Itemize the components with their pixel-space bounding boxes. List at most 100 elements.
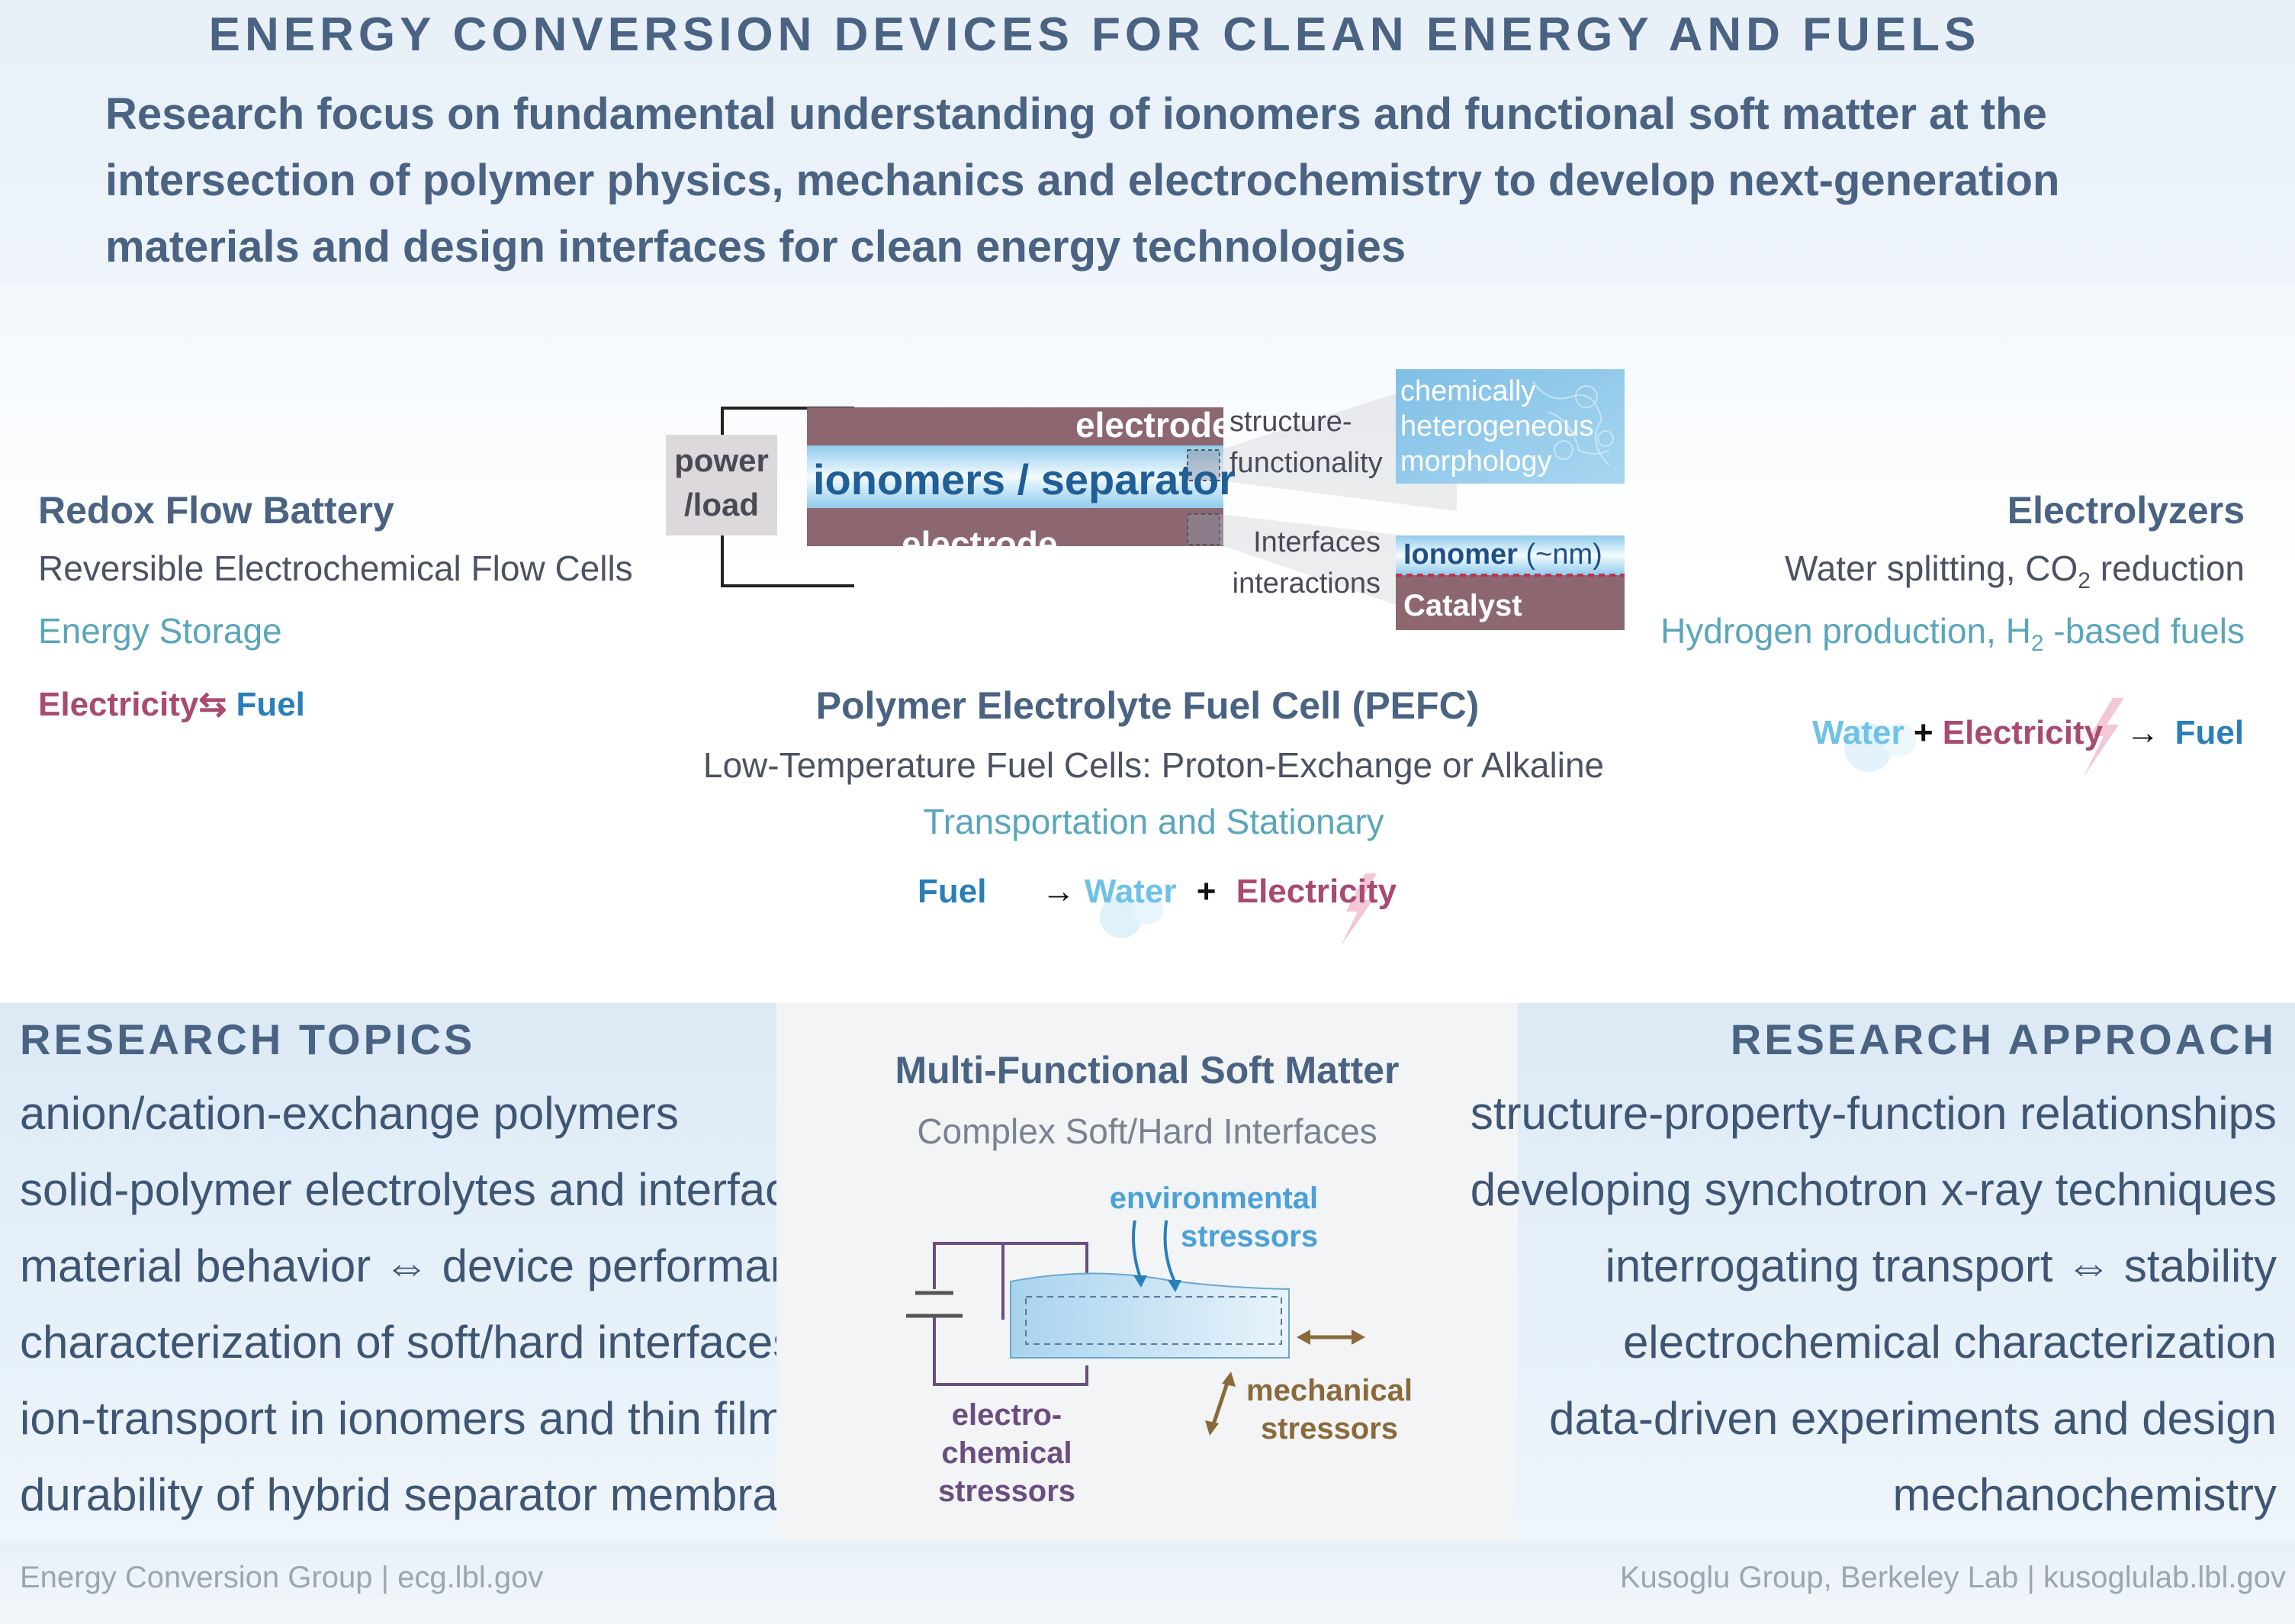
- mechanical-arrow-icon: [1210, 1380, 1230, 1427]
- functionality-text: functionality: [1229, 447, 1383, 479]
- pefc-application: Transportation and Stationary: [923, 802, 1384, 841]
- electrolyzer-decor: [1844, 698, 2124, 777]
- list-item: anion/cation-exchange polymers: [20, 1088, 679, 1139]
- electrolyzer-equation: Water + Electricity → Fuel: [1812, 714, 2244, 752]
- arrowhead-icon: [1133, 1275, 1147, 1288]
- electrode-bottom: [807, 508, 1223, 546]
- environmental-stressors-label: environmental stressors: [1091, 1179, 1318, 1256]
- subtitle-line: materials and design interfaces for clea…: [105, 222, 1406, 272]
- list-item: solid-polymer electrolytes and interface…: [20, 1164, 837, 1215]
- electrode-top-label: electrode: [1075, 405, 1232, 445]
- fuel-label: Fuel: [918, 873, 987, 910]
- list-item: material behavior ⇔ device performance: [20, 1240, 844, 1291]
- list-item: electrochemical characterization: [1622, 1317, 2277, 1368]
- environmental-arrow-icon: [1132, 1220, 1142, 1278]
- application-text: -based fuels: [2043, 611, 2245, 651]
- mechanical-stressors-label: mechanical stressors: [1240, 1372, 1419, 1448]
- redox-equation: Electricity⇆ Fuel: [38, 685, 305, 724]
- electrode-bottom-label: electrode: [902, 524, 1058, 564]
- footer-left-text[interactable]: Energy Conversion Group | ecg.lbl.gov: [20, 1561, 544, 1594]
- research-approach-list: structure-property-function relationship…: [1471, 1076, 2277, 1533]
- list-item: mechanochemistry: [1892, 1469, 2277, 1520]
- soft-matter-subtitle: Complex Soft/Hard Interfaces: [917, 1111, 1377, 1151]
- research-approach-panel: [1518, 1003, 2295, 1542]
- environmental-arrow-icon: [1163, 1220, 1176, 1282]
- interfaces-text: Interfaces: [1253, 526, 1381, 558]
- water-droplet-icon: [1100, 896, 1143, 938]
- load-label: /load: [683, 487, 759, 523]
- structure-functionality-label: structure- functionality: [1229, 401, 1383, 484]
- research-topics-panel: [0, 1003, 776, 1542]
- ionomer-label: Ionomer (~nm): [1403, 539, 1602, 571]
- structure-text: structure-: [1229, 406, 1352, 438]
- echem-text: stressors: [937, 1474, 1076, 1508]
- soft-matter-diagram: [906, 1220, 1365, 1436]
- water-label: Water: [1084, 873, 1177, 910]
- echem-text: chemical: [941, 1436, 1072, 1470]
- pefc-title: Polymer Electrolyte Fuel Cell (PEFC): [815, 684, 1480, 727]
- list-item: characterization of soft/hard interfaces: [20, 1317, 796, 1368]
- mech-text: stressors: [1260, 1412, 1399, 1446]
- catalyst-layer: [1396, 575, 1625, 630]
- arrowhead-icon: [1168, 1280, 1181, 1292]
- power-load-label: power /load: [666, 439, 777, 527]
- cell-diagram: [666, 369, 1625, 630]
- interactions-text: interactions: [1232, 568, 1381, 600]
- research-topics-list: anion/cation-exchange polymers solid-pol…: [20, 1076, 852, 1533]
- arrowhead-icon: [1352, 1330, 1365, 1345]
- subtitle-line: Research focus on fundamental understand…: [105, 89, 2047, 139]
- reversible-arrow-icon: ⇆: [198, 686, 227, 723]
- echem-text: electro-: [951, 1398, 1062, 1432]
- electricity-label: Electricity: [1236, 873, 1397, 910]
- arrow-icon: →: [2126, 714, 2160, 751]
- list-item: developing synchotron x-ray techniques: [1470, 1164, 2277, 1215]
- research-topics-title: RESEARCH TOPICS: [20, 1015, 476, 1063]
- circuit-wire: [933, 1242, 1003, 1289]
- footer: [0, 1542, 2295, 1624]
- electricity-label: Electricity: [38, 686, 199, 723]
- subtitle-text: Water splitting, CO: [1785, 548, 2078, 588]
- research-approach-title: RESEARCH APPROACH: [1730, 1015, 2277, 1063]
- power-label: power: [674, 442, 769, 478]
- pefc-equation: Fuel → Water + Electricity: [918, 873, 1397, 911]
- soft-matter-title: Multi-Functional Soft Matter: [895, 1049, 1400, 1092]
- env-text: stressors: [1181, 1220, 1319, 1253]
- electrolyzers-title: Electrolyzers: [2007, 489, 2245, 532]
- page-subtitle: Research focus on fundamental understand…: [105, 81, 2210, 280]
- list-item: data-driven experiments and design: [1549, 1393, 2277, 1444]
- fuel-label: Fuel: [236, 686, 305, 723]
- pefc-decor: [1100, 873, 1377, 946]
- list-item: interrogating transport ⇔ stability: [1605, 1240, 2277, 1291]
- electrochemical-stressors-label: electro- chemical stressors: [931, 1396, 1083, 1510]
- zoom-box-top: [1187, 449, 1220, 481]
- morph-line: heterogeneous: [1400, 410, 1594, 442]
- plus-sign: +: [1913, 714, 1933, 751]
- subscript: 2: [2078, 568, 2091, 594]
- list-item: durability of hybrid separator membranes: [20, 1469, 852, 1520]
- electrolyzers-subtitle: Water splitting, CO2 reduction: [1785, 548, 2245, 594]
- electrolyzers-application: Hydrogen production, H2 -based fuels: [1660, 610, 2245, 657]
- arrowhead-icon: [1297, 1330, 1310, 1345]
- header-band: [0, 0, 2295, 286]
- devices-band: [0, 286, 2295, 1003]
- subtitle-text: reduction: [2090, 548, 2245, 588]
- redox-application: Energy Storage: [38, 611, 282, 651]
- redox-subtitle: Reversible Electrochemical Flow Cells: [38, 548, 633, 588]
- catalyst-label: Catalyst: [1403, 589, 1522, 622]
- soft-matter-film: [1010, 1272, 1290, 1359]
- redox-title: Redox Flow Battery: [38, 489, 394, 532]
- morph-line: morphology: [1400, 445, 1552, 478]
- electrode-top: [807, 407, 1223, 447]
- separator-label: ionomers / separator: [813, 455, 1236, 503]
- subscript: 2: [2030, 631, 2044, 657]
- mech-text: mechanical: [1246, 1374, 1413, 1407]
- ionomer-layer: [1396, 535, 1625, 575]
- water-droplet-icon: [1133, 894, 1163, 925]
- application-text: Hydrogen production, H: [1660, 611, 2031, 651]
- morph-line: chemically: [1400, 375, 1536, 407]
- footer-right-text[interactable]: Kusoglu Group, Berkeley Lab | kusoglulab…: [1619, 1561, 2286, 1594]
- lightning-icon: [1341, 873, 1377, 946]
- zoom-box-bottom: [1187, 513, 1220, 545]
- electricity-label: Electricity: [1942, 714, 2104, 751]
- page-title: ENERGY CONVERSION DEVICES FOR CLEAN ENER…: [208, 8, 1981, 61]
